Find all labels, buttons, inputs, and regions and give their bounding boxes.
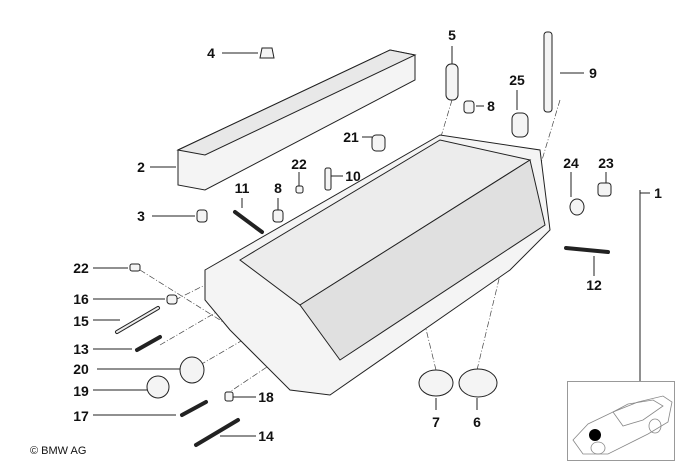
callout-3[interactable]: 3 bbox=[137, 208, 145, 224]
callout-21[interactable]: 21 bbox=[343, 129, 359, 145]
callout-12[interactable]: 12 bbox=[586, 277, 602, 293]
callout-4[interactable]: 4 bbox=[207, 45, 215, 61]
callout-24[interactable]: 24 bbox=[563, 155, 579, 171]
callout-18[interactable]: 18 bbox=[258, 389, 274, 405]
callout-10[interactable]: 10 bbox=[345, 168, 361, 184]
callout-11[interactable]: 11 bbox=[234, 180, 250, 196]
copyright-text: © BMW AG bbox=[30, 445, 87, 457]
callout-22[interactable]: 22 bbox=[291, 156, 307, 172]
callout-2[interactable]: 2 bbox=[137, 159, 145, 175]
callout-20[interactable]: 20 bbox=[73, 361, 89, 377]
callout-8b[interactable]: 8 bbox=[274, 180, 282, 196]
callout-8[interactable]: 8 bbox=[487, 98, 495, 114]
callout-14[interactable]: 14 bbox=[258, 428, 274, 444]
callout-1[interactable]: 1 bbox=[654, 185, 662, 201]
callout-6[interactable]: 6 bbox=[473, 414, 481, 430]
callout-23[interactable]: 23 bbox=[598, 155, 614, 171]
callout-15[interactable]: 15 bbox=[73, 313, 89, 329]
callout-13[interactable]: 13 bbox=[73, 341, 89, 357]
vehicle-locator-thumbnail[interactable] bbox=[567, 381, 675, 461]
callout-5[interactable]: 5 bbox=[448, 27, 456, 43]
callout-19[interactable]: 19 bbox=[73, 383, 89, 399]
car-outline-icon bbox=[572, 395, 673, 455]
callout-17[interactable]: 17 bbox=[73, 408, 89, 424]
callout-9[interactable]: 9 bbox=[589, 65, 597, 81]
callout-7[interactable]: 7 bbox=[432, 414, 440, 430]
locator-marker bbox=[589, 429, 601, 441]
callout-22b[interactable]: 22 bbox=[73, 260, 89, 276]
callout-25[interactable]: 25 bbox=[509, 72, 525, 88]
callout-16[interactable]: 16 bbox=[73, 291, 89, 307]
